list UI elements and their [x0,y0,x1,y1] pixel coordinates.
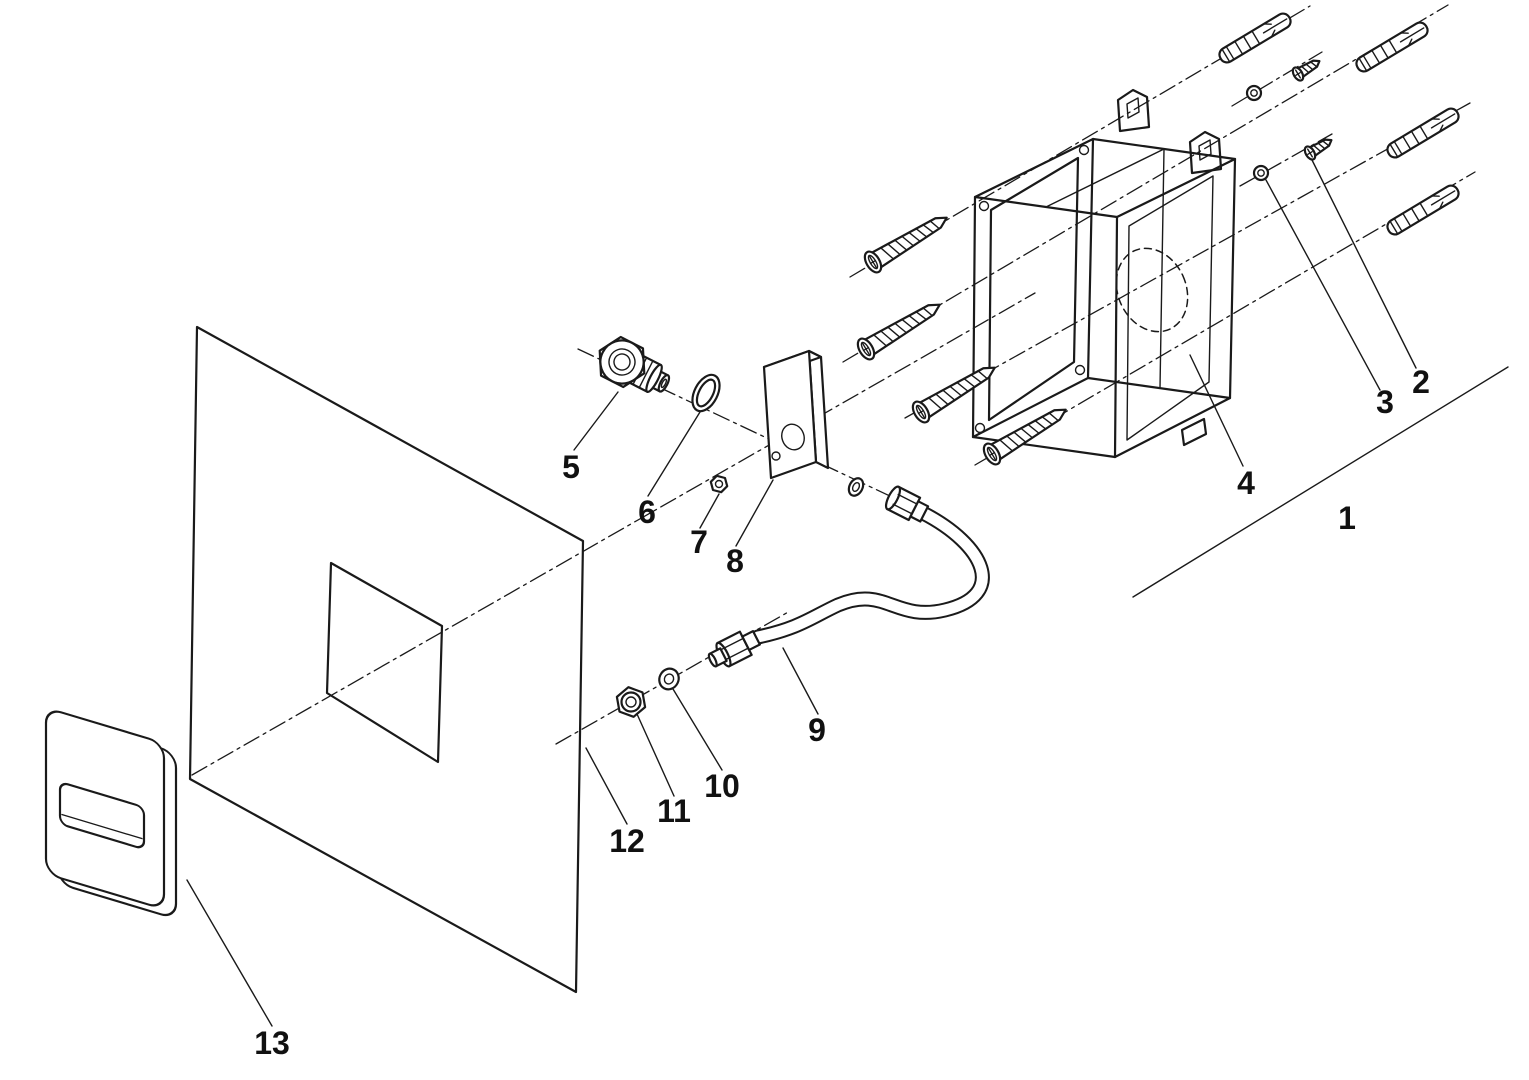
leader-line-6 [647,411,701,497]
box-bottom-tab [1180,417,1208,447]
hose-connector-end [707,630,761,668]
part-label-6: 6 [638,494,656,530]
leader-line-8 [735,479,774,547]
part-label-3: 3 [1376,384,1394,420]
part-label-8: 8 [726,543,744,579]
leader-line-3 [1265,179,1381,391]
leader-line-4 [1189,354,1244,467]
leader-line-7 [699,493,720,529]
part-label-1: 1 [1338,500,1356,536]
part-label-10: 10 [704,768,740,804]
part-label-2: 2 [1412,364,1430,400]
plug-cap [615,686,647,718]
small-nut [709,474,729,494]
cover-plate [44,710,178,917]
wall-plug-3 [1383,104,1463,162]
connection-fitting [598,335,671,393]
small-fasteners [1245,53,1337,182]
wall-plug-2 [1352,18,1432,76]
washer-1 [1245,84,1263,102]
leader-line-11 [636,713,675,797]
leader-line-13 [186,879,273,1027]
seal-ring [691,373,721,413]
part-label-7: 7 [690,524,708,560]
wall-plug-1 [1215,9,1295,67]
leader-line-9 [782,647,819,715]
part-label-5: 5 [562,449,580,485]
wall-cutout [325,561,444,764]
leader-lines [186,159,1509,1027]
mounting-bracket-2 [1188,130,1223,175]
part-label-9: 9 [808,712,826,748]
part-label-13: 13 [254,1025,290,1061]
wall-plug-4 [1383,181,1463,239]
mounting-screw-1 [860,206,954,277]
part-label-11: 11 [657,793,691,829]
mounting-block [762,349,830,480]
flex-hose [707,485,990,668]
leader-line-2 [1311,159,1417,369]
part-label-4: 4 [1237,465,1255,501]
mounting-screw-3 [908,356,1002,427]
hose-washer [847,477,865,497]
washer-2 [1252,164,1270,182]
mounting-box [971,88,1237,459]
hose-connector-top [884,485,930,523]
part-label-12: 12 [609,823,645,859]
wall-plugs [1215,9,1463,239]
sealing-washer [658,667,680,691]
leader-line-12 [585,747,628,825]
leader-line-1 [1132,366,1509,598]
machine-screw-2 [1301,132,1337,163]
leader-line-10 [672,688,723,771]
machine-screw-1 [1289,53,1325,84]
cover-plate-handle [58,782,146,849]
mounting-bracket-1 [1116,88,1151,133]
leader-line-5 [573,391,619,451]
callouts: 1 2 3 4 5 6 7 8 9 10 11 12 13 [254,364,1430,1061]
wall-panel [188,325,585,994]
